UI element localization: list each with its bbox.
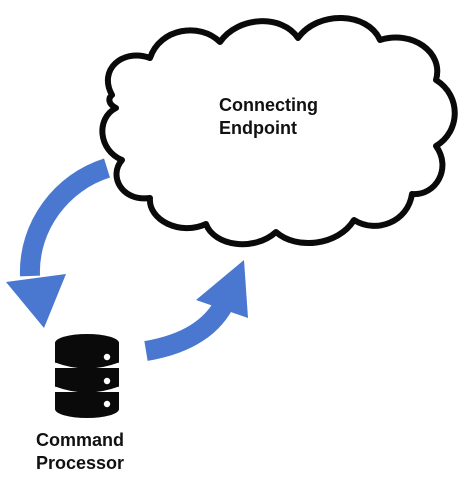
cloud-icon [99,15,458,248]
processor-label-line1: Command [36,430,125,450]
endpoint-label-line1: Connecting [219,95,318,115]
curved-arrow-up-icon [144,260,248,361]
database-icon [54,334,120,418]
processor-label-line2: Processor [36,453,125,473]
curved-arrow-down-icon [6,158,111,328]
endpoint-label-line2: Endpoint [219,118,297,138]
